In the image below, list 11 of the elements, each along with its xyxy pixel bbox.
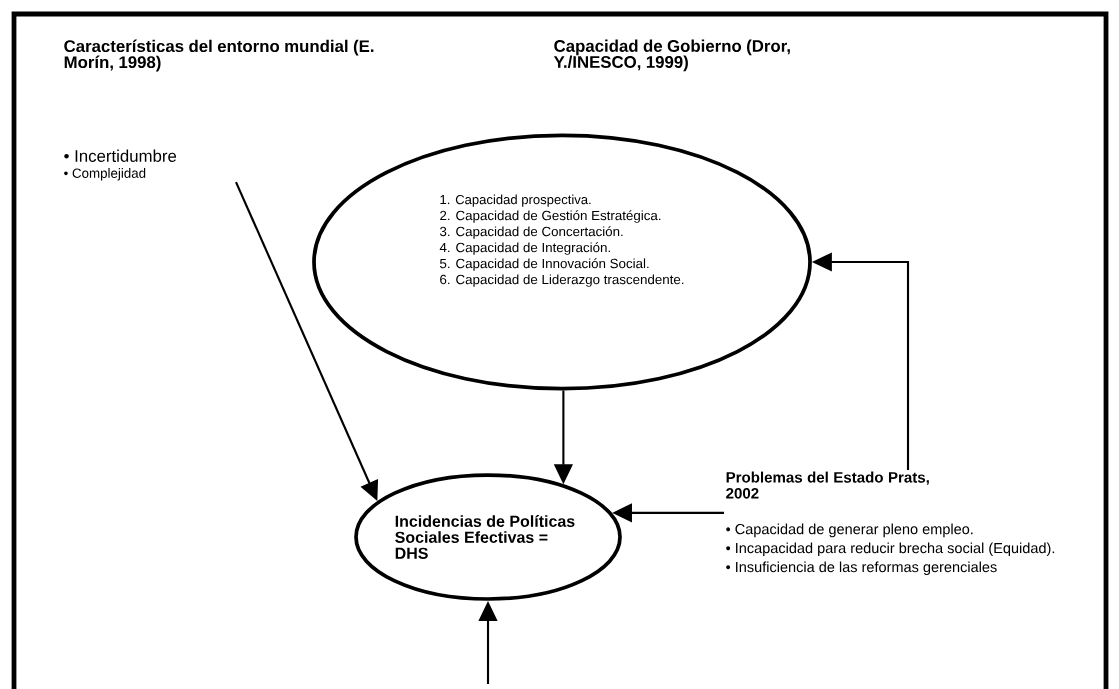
node-label: 5. Capacidad de Innovación Social. (440, 258, 649, 271)
node-label: 6. Capacidad de Liderazgo trascendente. (440, 274, 684, 287)
node-label: 4. Capacidad de Integración. (439, 242, 610, 255)
node-label: 2. Capacidad de Gestión Estratégica. (440, 210, 661, 223)
node-label: 3. Capacidad de Concertación. (439, 226, 623, 239)
heading: Problemas del Estado Prats, 2002 (726, 471, 929, 499)
node-label: 1. Capacidad prospectiva. (440, 194, 591, 207)
bullet-list: • Capacidad de generar pleno empleo. • Incapacidad para reducir brecha social (Equidad). • Insuficiencia de las reformas gerenciales (726, 523, 1055, 575)
heading: Capacidad de Gobierno (Dror, Y./INESCO, 1999) (553, 39, 790, 72)
bullet-list: • Incertidumbre • Complejidad (64, 149, 177, 181)
heading: Características del entorno mundial (E. Morín, 1998) (64, 39, 374, 72)
